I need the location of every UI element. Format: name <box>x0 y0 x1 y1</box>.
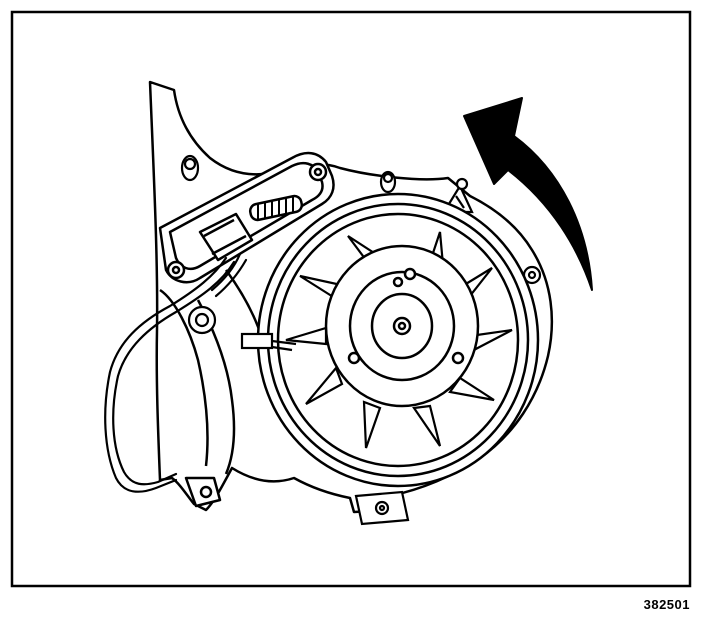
figure-number: 382501 <box>643 597 690 612</box>
mounting-bosses <box>180 154 542 335</box>
curved-rotation-arrow-icon <box>463 97 593 291</box>
bottom-mounting-tab <box>354 490 410 526</box>
motor-connector <box>240 332 297 352</box>
blower-motor-fan <box>256 192 540 488</box>
wiring-harness <box>104 252 248 493</box>
resistor-module <box>158 151 335 284</box>
